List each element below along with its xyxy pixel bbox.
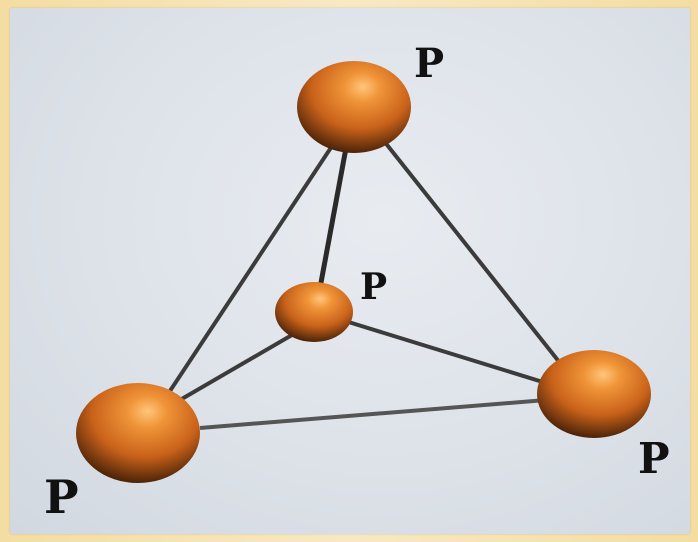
bond-center-left xyxy=(178,326,306,402)
atom-label-top: P xyxy=(414,40,445,87)
atom-left xyxy=(76,383,200,483)
atom-label-center: P xyxy=(360,266,388,308)
bond-top-center xyxy=(317,147,349,289)
atom-label-left: P xyxy=(44,470,79,524)
bond-top-right xyxy=(378,134,566,370)
bond-left-right xyxy=(199,398,547,430)
p4-molecule-diagram xyxy=(76,61,651,483)
atom-top xyxy=(297,61,411,153)
bond-top-left xyxy=(162,138,338,402)
atom-right xyxy=(537,350,651,438)
bonds-group xyxy=(162,134,566,430)
atoms-group xyxy=(76,61,651,483)
atom-center xyxy=(275,282,353,342)
atom-label-right: P xyxy=(638,434,670,483)
diagram-panel: P P P P xyxy=(10,8,690,534)
bond-center-right xyxy=(341,318,547,385)
